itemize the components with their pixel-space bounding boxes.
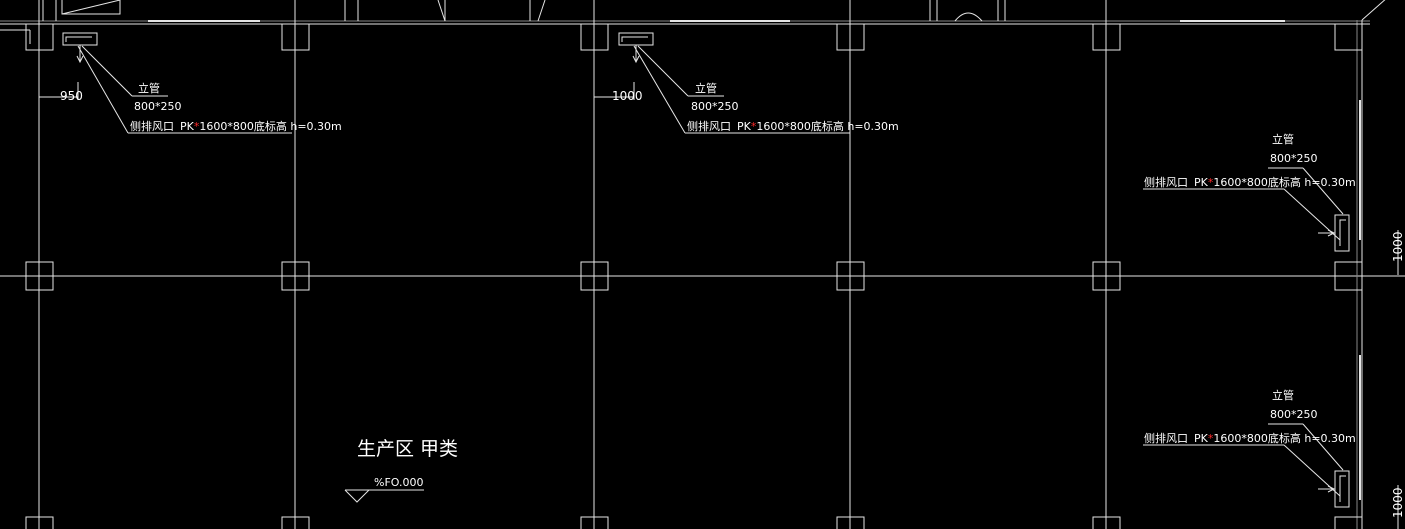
- column-r2-c1: [25, 261, 54, 291]
- pk-star: *: [1208, 432, 1214, 445]
- leader-line-riser: [1302, 167, 1344, 215]
- leader-line-pk: [1283, 188, 1341, 241]
- pk-spec: 1600*800底标高 h=0.30m: [199, 119, 341, 133]
- riser-size: 800*250: [1270, 408, 1318, 421]
- riser-label: 立管: [1272, 132, 1294, 146]
- wall-detail-4: [61, 0, 121, 15]
- outlet-label: 侧排风口: [1144, 175, 1188, 189]
- riser-size: 800*250: [691, 100, 739, 113]
- leader-line-pk: [633, 45, 686, 134]
- leader-line-riser: [81, 45, 133, 97]
- pk-star: *: [1208, 176, 1214, 189]
- pk-spec: 1600*800底标高 h=0.30m: [1213, 431, 1355, 445]
- columns: [25, 23, 1363, 529]
- riser-size: 800*250: [1270, 152, 1318, 165]
- column-r1-c2: [281, 23, 310, 51]
- zone-label: 生产区 甲类: [357, 438, 458, 460]
- top-wall-details: [42, 0, 1399, 529]
- column-r3-c3: [580, 516, 609, 529]
- elevation-triangle: [344, 489, 370, 503]
- column-r1-c3: [580, 23, 609, 51]
- leader-line-pk: [77, 45, 129, 134]
- elevation-label: %FO.000: [374, 476, 423, 489]
- pk-prefix: PK: [180, 120, 195, 133]
- outlet-label: 侧排风口: [1144, 431, 1188, 445]
- column-r1-c6: [1334, 23, 1363, 51]
- pk-spec: 1600*800底标高 h=0.30m: [756, 119, 898, 133]
- pk-spec-line: PK*1600*800底标高 h=0.30m: [180, 119, 342, 133]
- outlet-inner-mark: [1339, 475, 1346, 502]
- outlet-inner-mark: [621, 36, 648, 42]
- duct-annotation-1[interactable]: 立管 800*250 侧排风口 PK*1600*800底标高 h=0.30m: [62, 32, 342, 134]
- outlet-label: 侧排风口: [687, 119, 731, 133]
- leader-line-riser: [637, 45, 689, 97]
- pk-prefix: PK: [1194, 432, 1209, 445]
- pk-star: *: [194, 120, 200, 133]
- column-r3-c2: [281, 516, 310, 529]
- column-r2-c5: [1092, 261, 1121, 291]
- duct-annotation-2[interactable]: 立管 800*250 侧排风口 PK*1600*800底标高 h=0.30m: [618, 32, 899, 134]
- pk-spec-line: PK*1600*800底标高 h=0.30m: [737, 119, 899, 133]
- wall-corner-diagonal: [1361, 0, 1386, 21]
- riser-size: 800*250: [134, 100, 182, 113]
- dimension-950-label: 950: [60, 89, 83, 103]
- column-r1-c5: [1092, 23, 1121, 51]
- riser-label: 立管: [695, 81, 717, 95]
- column-r3-c4: [836, 516, 865, 529]
- dimension-right-2-label: 1000: [1391, 487, 1405, 518]
- column-r3-c6: [1334, 516, 1363, 529]
- pk-spec: 1600*800底标高 h=0.30m: [1213, 175, 1355, 189]
- column-r3-c1: [25, 516, 54, 529]
- door-swing-1: [437, 0, 446, 22]
- door-swing-2: [537, 0, 546, 22]
- column-r1-c4: [836, 23, 865, 51]
- outlet-label: 侧排风口: [130, 119, 174, 133]
- outlet-arrow-head: [76, 55, 84, 64]
- elevation-symbol: [344, 489, 424, 503]
- duct-annotation-4[interactable]: 立管 800*250 侧排风口 PK*1600*800底标高 h=0.30m: [1143, 388, 1356, 508]
- column-r1-c1: [25, 23, 54, 51]
- pk-star: *: [751, 120, 757, 133]
- pk-prefix: PK: [1194, 176, 1209, 189]
- column-r2-c6: [1334, 261, 1363, 291]
- leader-line-pk: [1283, 444, 1341, 497]
- pk-spec-line: PK*1600*800底标高 h=0.30m: [1194, 431, 1356, 445]
- outlet-inner-mark: [1339, 219, 1346, 246]
- dimension-1000-label: 1000: [612, 89, 643, 103]
- riser-label: 立管: [138, 81, 160, 95]
- door-arc: [954, 12, 983, 22]
- column-r2-c2: [281, 261, 310, 291]
- wall-detail-3: [61, 0, 121, 15]
- dimension-950: [39, 82, 79, 100]
- dimension-right-1-label: 1000: [1391, 231, 1405, 262]
- dimension-1000: [594, 82, 635, 100]
- duct-annotation-3[interactable]: 立管 800*250 侧排风口 PK*1600*800底标高 h=0.30m: [1143, 132, 1356, 252]
- column-r2-c4: [836, 261, 865, 291]
- pk-spec-line: PK*1600*800底标高 h=0.30m: [1194, 175, 1356, 189]
- outlet-inner-mark: [65, 36, 92, 42]
- riser-label: 立管: [1272, 388, 1294, 402]
- leader-line-riser: [1302, 423, 1344, 471]
- pk-prefix: PK: [737, 120, 752, 133]
- column-r2-c3: [580, 261, 609, 291]
- outlet-arrow-head: [632, 55, 640, 64]
- column-r3-c5: [1092, 516, 1121, 529]
